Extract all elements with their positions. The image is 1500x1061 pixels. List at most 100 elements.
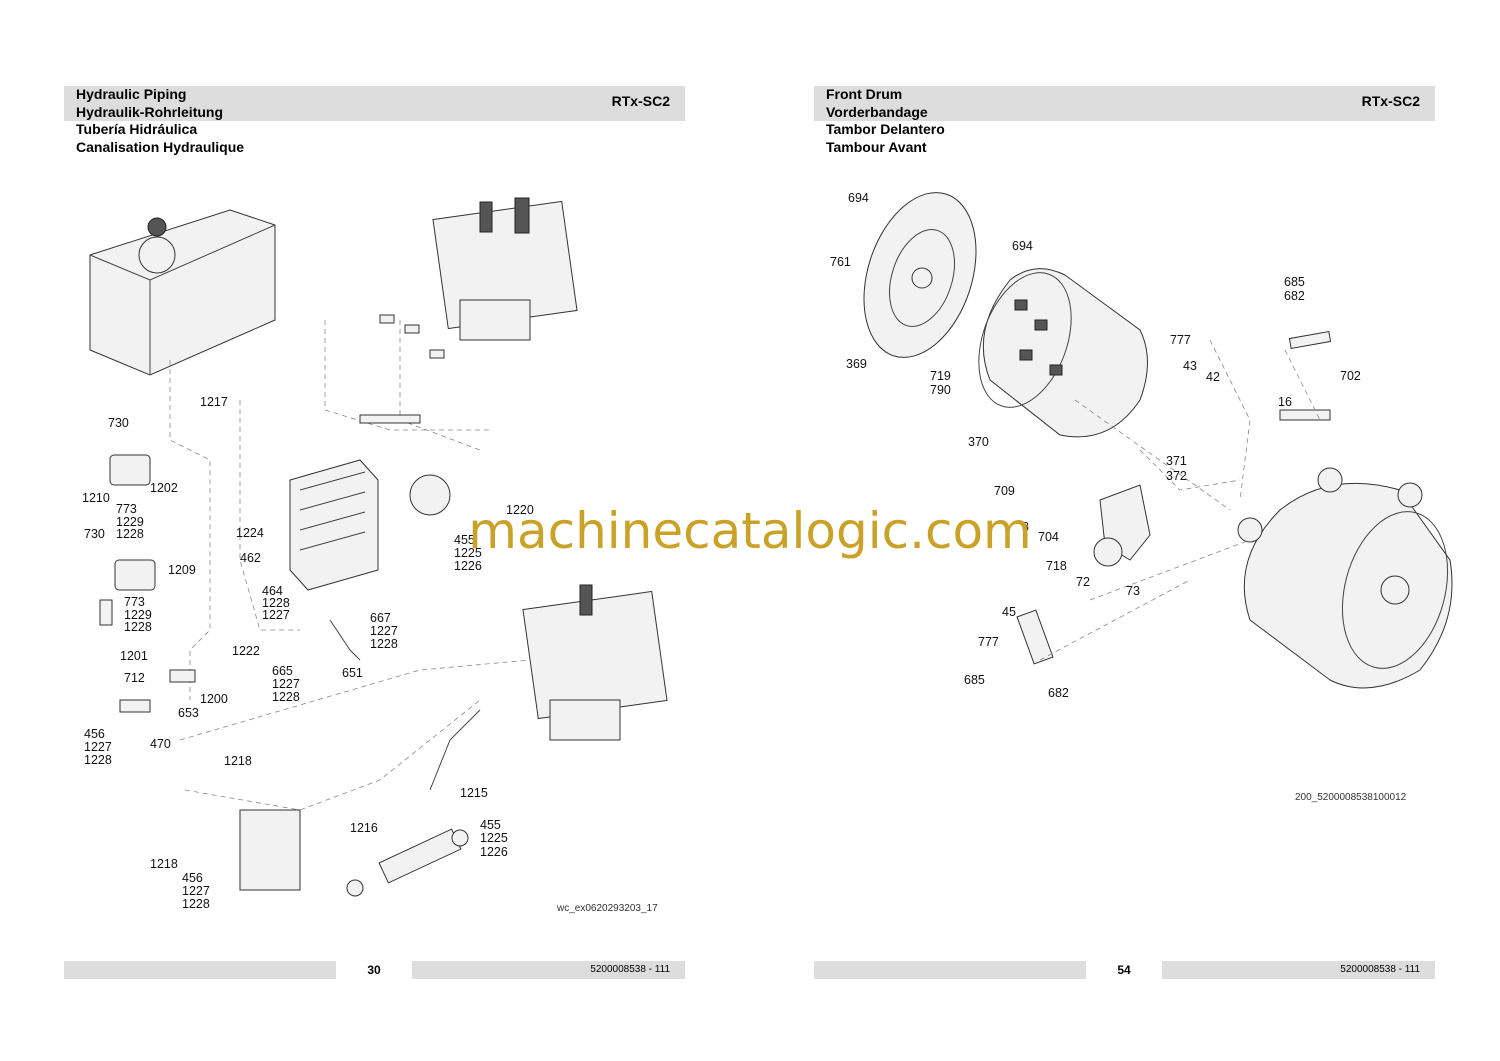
footer-bar bbox=[1162, 961, 1435, 979]
callout-label: 72 bbox=[1076, 575, 1090, 589]
document-number: 5200008538 - 111 bbox=[590, 964, 670, 975]
callout-label: 1227 bbox=[262, 608, 290, 622]
title-fr: Canalisation Hydraulique bbox=[76, 138, 245, 155]
figure-reference: 200_5200008538100012 bbox=[1295, 792, 1407, 803]
callout-label: 1228 bbox=[262, 596, 290, 610]
callout-label: 709 bbox=[994, 484, 1015, 498]
callout-label: 1228 bbox=[116, 527, 144, 541]
model-label: RTx-SC2 bbox=[611, 93, 670, 109]
callout-label: 1227 bbox=[272, 677, 300, 691]
callout-label: 730 bbox=[108, 416, 129, 430]
watermark: machinecatalogic.com bbox=[468, 502, 1032, 560]
callout-label: 665 bbox=[272, 664, 293, 678]
callout-label: 685 bbox=[964, 673, 985, 687]
callout-label: 694 bbox=[1012, 239, 1033, 253]
callout-label: 719 bbox=[930, 369, 951, 383]
callout-label: 1229 bbox=[116, 515, 144, 529]
hydraulic-cylinder bbox=[346, 828, 469, 897]
page-titles: Front Drum Vorderbandage Tambor Delanter… bbox=[826, 86, 945, 156]
callout-label: 8 bbox=[1022, 520, 1029, 534]
callout-label: 1226 bbox=[480, 845, 508, 859]
callout-label: 1218 bbox=[150, 857, 178, 871]
callout-label: 1210 bbox=[82, 491, 110, 505]
callout-label: 1225 bbox=[480, 831, 508, 845]
callout-label: 718 bbox=[1046, 559, 1067, 573]
callout-label: 372 bbox=[1166, 469, 1187, 483]
callout-label: 73 bbox=[1126, 584, 1140, 598]
callout-label: 470 bbox=[150, 737, 171, 751]
page-number: 54 bbox=[1117, 963, 1131, 977]
callout-label: 1228 bbox=[124, 620, 152, 634]
callout-label: 761 bbox=[830, 255, 851, 269]
radiator bbox=[289, 459, 379, 591]
page-titles: Hydraulic Piping Hydraulik-Rohrleitung T… bbox=[76, 86, 244, 156]
callout-label: 1217 bbox=[200, 395, 228, 409]
callout-label: 712 bbox=[124, 671, 145, 685]
callout-label: 464 bbox=[262, 584, 283, 598]
callout-label: 462 bbox=[240, 551, 261, 565]
callout-label: 730 bbox=[84, 527, 105, 541]
callout-label: 456 bbox=[84, 727, 105, 741]
callout-label: 1228 bbox=[84, 753, 112, 767]
callout-label: 456 bbox=[182, 871, 203, 885]
callout-label: 1225 bbox=[454, 546, 482, 560]
control-valve-bottom bbox=[522, 584, 668, 741]
callout-label: 369 bbox=[846, 357, 867, 371]
callout-label: 1216 bbox=[350, 821, 378, 835]
footer-bar bbox=[64, 961, 336, 979]
callout-label: 1224 bbox=[236, 526, 264, 540]
callout-label: 1215 bbox=[460, 786, 488, 800]
callout-label: 694 bbox=[848, 191, 869, 205]
callout-label: 455 bbox=[480, 818, 501, 832]
callout-label: 42 bbox=[1206, 370, 1220, 384]
model-label: RTx-SC2 bbox=[1361, 93, 1420, 109]
callout-label: 682 bbox=[1048, 686, 1069, 700]
page-number: 30 bbox=[367, 963, 381, 977]
figure-reference: wc_ex0620293203_17 bbox=[557, 903, 658, 914]
callout-label: 1201 bbox=[120, 649, 148, 663]
title-es: Tambor Delantero bbox=[826, 121, 945, 137]
callout-label: 370 bbox=[968, 435, 989, 449]
callout-label: 1222 bbox=[232, 644, 260, 658]
callout-label: 777 bbox=[1170, 333, 1191, 347]
left-page: Hydraulic Piping Hydraulik-Rohrleitung T… bbox=[60, 86, 710, 979]
callout-label: 685 bbox=[1284, 275, 1305, 289]
title-de: Vorderbandage bbox=[826, 103, 928, 120]
callout-label: 1226 bbox=[454, 559, 482, 573]
callout-label: 1228 bbox=[370, 637, 398, 651]
front-drum-diagram: 694 761 694 369 719 790 370 685 682 777 … bbox=[810, 180, 1460, 930]
callout-label: 1202 bbox=[150, 481, 178, 495]
callout-label: 1228 bbox=[182, 897, 210, 911]
callout-label: 1227 bbox=[84, 740, 112, 754]
control-valve-top bbox=[432, 197, 578, 341]
callout-label: 1227 bbox=[370, 624, 398, 638]
callout-label: 704 bbox=[1038, 530, 1059, 544]
callout-label: 1200 bbox=[200, 692, 228, 706]
header-bar bbox=[64, 86, 685, 121]
callout-label: 455 bbox=[454, 533, 475, 547]
callout-label: 1218 bbox=[224, 754, 252, 768]
footer-bar bbox=[814, 961, 1086, 979]
right-page: Front Drum Vorderbandage Tambor Delanter… bbox=[750, 0, 1500, 1061]
callout-label: 773 bbox=[124, 595, 145, 609]
title-es: Tubería Hidráulica bbox=[76, 121, 198, 137]
callout-label: 1220 bbox=[506, 503, 534, 517]
callout-label: 790 bbox=[930, 383, 951, 397]
header-bar bbox=[814, 86, 1435, 121]
footer-bar bbox=[412, 961, 685, 979]
hydraulic-piping-diagram: 1217 730 1202 1210 773 1229 1228 730 120… bbox=[60, 180, 710, 930]
callout-label: 45 bbox=[1002, 605, 1016, 619]
callout-label: 653 bbox=[178, 706, 199, 720]
document-number: 5200008538 - 111 bbox=[1340, 964, 1420, 975]
title-en: Front Drum bbox=[826, 86, 903, 102]
drum-face-plate bbox=[863, 192, 977, 358]
callout-label: 16 bbox=[1278, 395, 1292, 409]
title-en: Hydraulic Piping bbox=[76, 86, 187, 102]
drum-assembly bbox=[1237, 467, 1453, 689]
callout-label: 777 bbox=[978, 635, 999, 649]
callout-label: 1227 bbox=[182, 884, 210, 898]
callout-label: 1229 bbox=[124, 608, 152, 622]
title-de: Hydraulik-Rohrleitung bbox=[76, 103, 224, 120]
callout-label: 371 bbox=[1166, 454, 1187, 468]
callout-label: 682 bbox=[1284, 289, 1305, 303]
